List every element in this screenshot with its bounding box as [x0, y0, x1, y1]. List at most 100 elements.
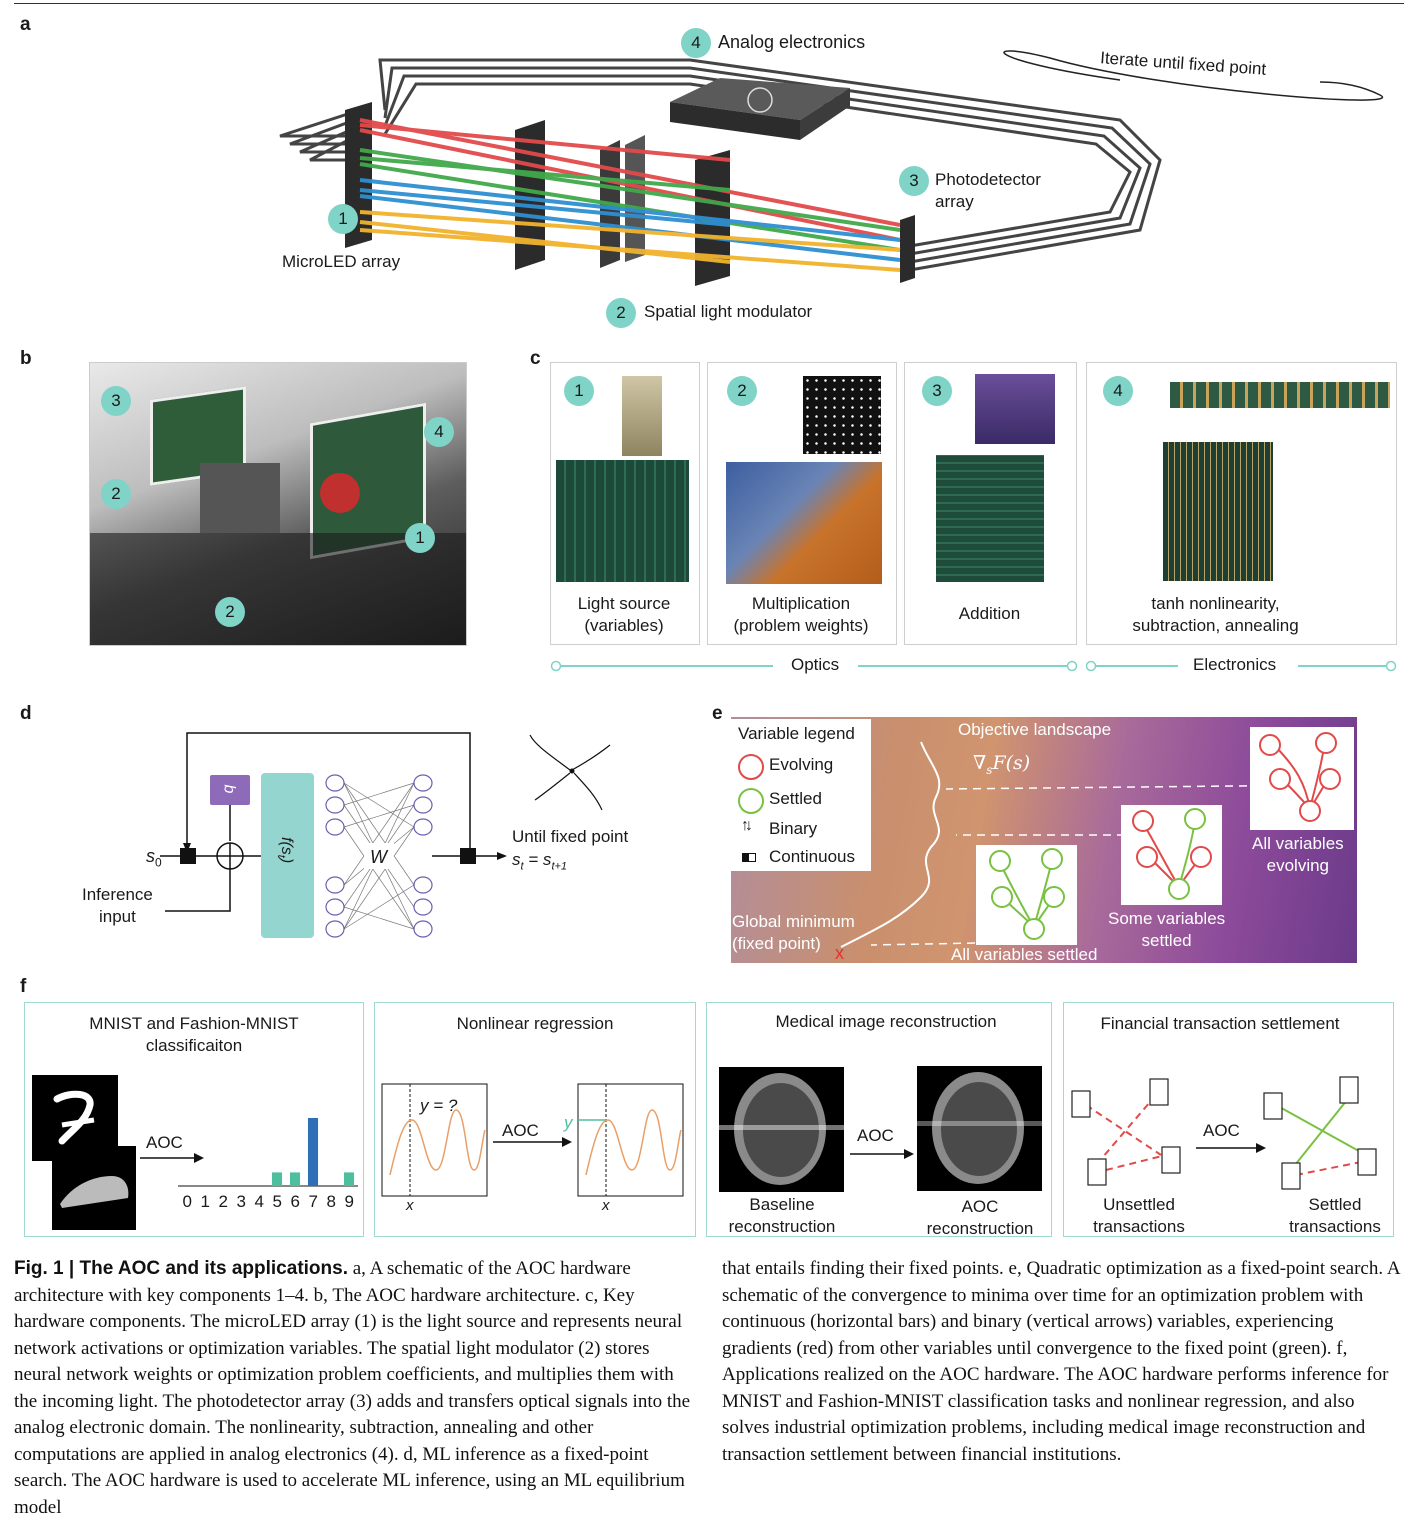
fixed-point-equation: st = st+1	[512, 850, 567, 872]
baseline-line2: reconstruction	[728, 1217, 836, 1236]
settled-line1: Settled	[1308, 1195, 1362, 1214]
badge-4: 4	[681, 28, 711, 58]
bar-9	[343, 1172, 355, 1186]
card3-badge: 3	[922, 376, 952, 406]
analog-electronics-label: Analog electronics	[718, 32, 866, 52]
y-axis-label: y	[564, 1113, 573, 1132]
settled-label: Settled transactions	[1276, 1194, 1394, 1238]
settled-circle-icon	[738, 788, 764, 814]
eq-text: = s	[523, 850, 552, 869]
settled-line2: transactions	[1289, 1217, 1381, 1236]
photo-badge-1: 1	[405, 523, 435, 553]
fashion-mnist-image	[52, 1146, 136, 1230]
all-settled-graph	[989, 848, 1065, 940]
global-min-line1: Global minimum	[732, 912, 855, 931]
badge-1: 1	[328, 204, 358, 234]
photodetector-label-1: Photodetector	[935, 170, 1041, 189]
financial-aoc-label: AOC	[1203, 1121, 1240, 1140]
card1-badge: 1	[564, 376, 594, 406]
gradient-rest: F(s)	[992, 752, 1031, 774]
regression-plots	[381, 1083, 684, 1197]
baseline-line1: Baseline	[749, 1195, 815, 1214]
financial-title: Financial transaction settlement	[1100, 1014, 1340, 1033]
unsettled-line2: transactions	[1093, 1217, 1185, 1236]
photodetector-chip-photo	[975, 374, 1055, 444]
card2-line2: (problem weights)	[733, 616, 869, 635]
legend-title: Variable legend	[738, 724, 855, 743]
panel-label-e: e	[712, 703, 723, 724]
mnist-title: MNIST and Fashion-MNIST classificaiton	[24, 1013, 364, 1057]
continuous-bar-icon	[742, 853, 756, 862]
some-settled-line1: Some variables	[1108, 909, 1226, 928]
slm-pattern-photo	[803, 376, 881, 454]
photo-badge-4: 4	[424, 417, 454, 447]
class-probability-chart	[178, 1118, 358, 1187]
card1-label: Light source (variables)	[550, 593, 698, 637]
legend-settled: Settled	[769, 789, 822, 808]
aoc-schematic	[279, 50, 1384, 286]
hardware-photo	[89, 362, 467, 646]
inference-line2: input	[99, 907, 136, 926]
optics-electronics-brackets	[550, 660, 1397, 672]
digit-label-8: 8	[326, 1192, 336, 1211]
st-text: s	[512, 850, 521, 869]
all-evolving-graph	[1259, 732, 1341, 822]
f-label-text: f(s	[278, 837, 296, 855]
bar-6	[289, 1172, 301, 1186]
bar-7	[307, 1118, 319, 1186]
global-minimum-label: Global minimum (fixed point)	[732, 911, 855, 955]
slm-device-photo	[726, 462, 882, 584]
digit-label-2: 2	[218, 1192, 228, 1211]
all-settled-label: All variables settled	[951, 945, 1098, 964]
figure-title: Fig. 1 | The AOC and its applications.	[14, 1258, 348, 1279]
slm-label: Spatial light modulator	[644, 302, 813, 321]
medical-aoc-label: AOC	[857, 1126, 894, 1145]
digit-label-1: 1	[200, 1192, 210, 1211]
panel-label-f: f	[20, 976, 27, 997]
w-label: W	[370, 847, 387, 867]
some-settled-line2: settled	[1141, 931, 1192, 950]
microled-label: MicroLED array	[282, 252, 401, 271]
mnist-title-line2: classificaiton	[145, 1036, 243, 1055]
panel-label-a: a	[20, 14, 31, 35]
inference-label: Inference input	[82, 884, 153, 928]
legend-binary: Binary	[769, 819, 818, 838]
landscape-overlay: x	[835, 741, 1332, 963]
s0-label: s0	[146, 846, 162, 870]
card4-label: tanh nonlinearity, subtraction, annealin…	[1086, 593, 1345, 637]
card2-line1: Multiplication	[751, 594, 851, 613]
badge-3: 3	[899, 166, 929, 196]
some-settled-label: Some variables settled	[1108, 908, 1225, 952]
building-icons	[1071, 1076, 1377, 1190]
s0-sub: 0	[155, 855, 162, 870]
legend-continuous: Continuous	[769, 847, 856, 866]
photodetector-label-2: array	[935, 192, 974, 211]
all-evolving-line2: evolving	[1266, 856, 1330, 875]
mnist-title-line1: MNIST and Fashion-MNIST	[89, 1014, 299, 1033]
all-evolving-label: All variables evolving	[1252, 833, 1344, 877]
digit-label-6: 6	[290, 1192, 300, 1211]
electronics-label: Electronics	[1193, 655, 1277, 674]
card2-label: Multiplication (problem weights)	[707, 593, 895, 637]
caption-column-2: that entails finding their fixed points.…	[722, 1258, 1400, 1465]
light-beams	[359, 118, 901, 272]
medical-aoc-arrow	[850, 1149, 914, 1159]
digit-label-9: 9	[344, 1192, 354, 1211]
until-fixed-point-label: Until fixed point	[512, 827, 629, 846]
mnist-aoc-label: AOC	[146, 1133, 183, 1152]
st1-sub: t+1	[551, 860, 568, 873]
card4-line1: tanh nonlinearity,	[1151, 594, 1280, 613]
top-rule	[14, 3, 1404, 4]
aoc-phantom-image	[917, 1066, 1042, 1191]
x-axis-label-2: x	[602, 1197, 610, 1214]
mnist-aoc-arrow	[140, 1153, 204, 1163]
s0-text: s	[146, 846, 155, 866]
objective-landscape-label: Objective landscape	[958, 720, 1112, 739]
card1-line2: (variables)	[584, 616, 664, 635]
transaction-graphs	[1071, 1076, 1377, 1190]
digit-label-7: 7	[308, 1192, 318, 1211]
caption-column-1: Fig. 1 | The AOC and its applications. a…	[14, 1256, 694, 1521]
aoc-recon-line2: reconstruction	[926, 1219, 1034, 1238]
gradient-label: ∇sF(s)	[973, 752, 1030, 777]
